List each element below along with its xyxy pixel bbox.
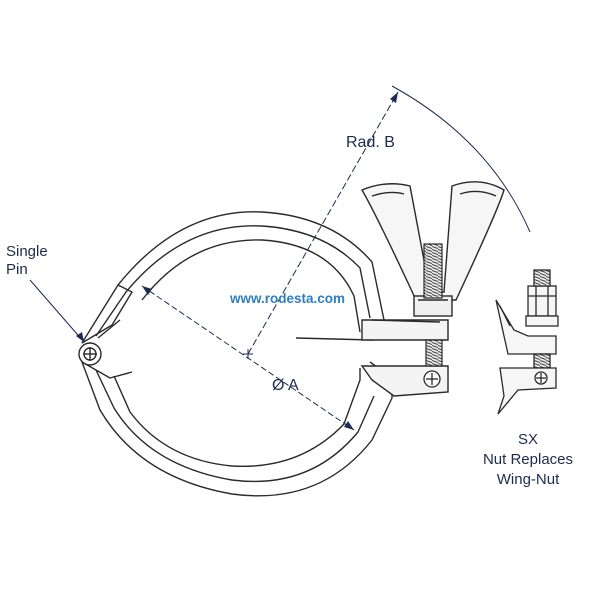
dimension-lines [29,85,531,431]
label-single: Single [6,243,48,260]
label-wing-nut: Wing-Nut [497,471,560,488]
diameter-line [141,285,355,431]
single-pin-arrow [76,332,84,342]
dimension-arrows [76,92,398,430]
diameter-arrow-start [142,286,152,295]
radius-arc [391,85,531,233]
clamp-lug-upper [361,319,449,341]
watermark: www.rodesta.com [229,291,345,306]
label-diameter-a: Ø A [272,377,299,394]
label-pin: Pin [6,261,28,278]
single-pin-leader [29,279,85,343]
radius-line [247,91,399,355]
clamp-body [81,211,393,497]
bolt-thread [423,243,443,367]
label-rad-b: Rad. B [346,134,395,151]
sx-nut-detail [495,269,559,415]
lug-pin [423,370,441,388]
radius-arrow [390,92,398,103]
single-pin [78,342,102,366]
diameter-arrow-end [344,421,354,430]
label-nut-replaces: Nut Replaces [483,451,573,468]
label-sx: SX [518,431,538,448]
